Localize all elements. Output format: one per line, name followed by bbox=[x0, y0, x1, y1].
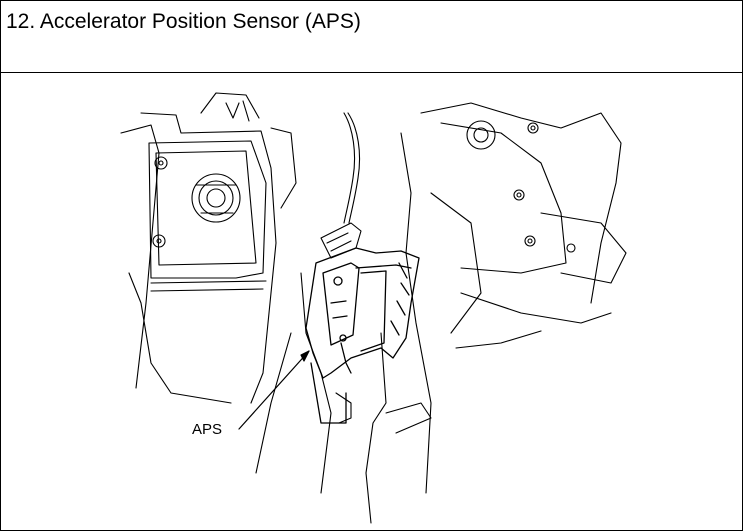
title-bar: 12. Accelerator Position Sensor (APS) bbox=[1, 1, 742, 73]
aps-sensor bbox=[305, 247, 420, 424]
left-bracket-structure bbox=[120, 92, 297, 404]
aps-illustration: APS bbox=[1, 73, 742, 530]
aps-leader-line bbox=[238, 350, 310, 430]
page-title: 12. Accelerator Position Sensor (APS) bbox=[6, 10, 361, 33]
right-pedal-structure bbox=[400, 102, 627, 494]
pedal-arm bbox=[255, 272, 432, 524]
aps-callout-label: APS bbox=[192, 421, 223, 438]
sensor-wire bbox=[320, 112, 362, 259]
